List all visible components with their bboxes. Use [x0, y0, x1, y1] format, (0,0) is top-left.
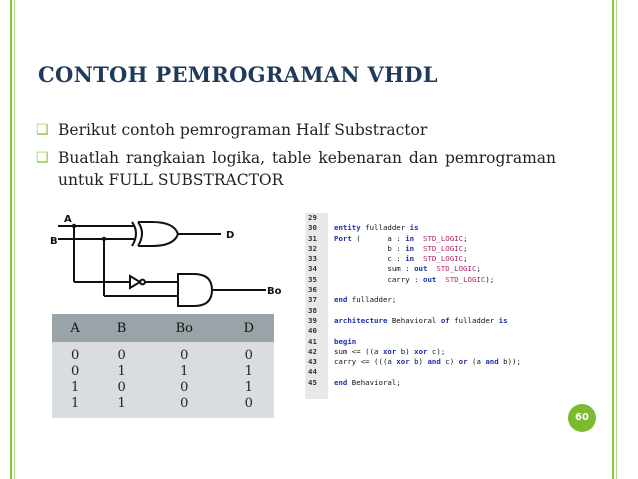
table-row: 1 0 0 1	[52, 380, 274, 396]
line-number: 35	[308, 274, 317, 284]
table-cell: 1	[70, 396, 80, 411]
code-line: 30 entity fulladder is	[306, 223, 564, 233]
table-cell: 1	[117, 364, 126, 379]
line-number: 43	[308, 357, 317, 367]
line-number: 32	[308, 243, 317, 253]
table-cell: 0	[180, 380, 189, 395]
code-text: b : in STD_LOGIC;	[334, 243, 468, 253]
truth-table: A B Bo D 0 0 0 0 0 1 1 1 1 0	[52, 314, 274, 418]
code-text: entity fulladder is	[334, 223, 419, 233]
line-number-gutter	[306, 213, 328, 399]
code-text: end Behavioral;	[334, 377, 401, 387]
bullet-item: ❑ Buatlah rangkaian logika, table kebena…	[36, 147, 556, 191]
code-text: end fulladder;	[334, 295, 397, 305]
table-cell: 0	[244, 348, 253, 363]
code-text: sum <= ((a xor b) xor c);	[334, 346, 446, 356]
input-a-label: A	[64, 214, 72, 225]
code-line: 38	[306, 306, 564, 316]
line-number: 41	[308, 336, 317, 346]
right-border-inner	[616, 0, 617, 479]
table-row: 0 1 1 1	[52, 364, 274, 380]
line-number: 37	[308, 295, 317, 305]
code-line: 44	[306, 367, 564, 377]
right-border	[612, 0, 614, 479]
table-cell: 0	[180, 348, 189, 363]
header-bo: Bo	[145, 314, 224, 342]
table-cell: 1	[70, 380, 80, 395]
table-row: 1 1 0 0	[52, 396, 274, 412]
line-number: 31	[308, 233, 317, 243]
line-number: 45	[308, 377, 317, 387]
code-line: 34 sum : out STD_LOGIC;	[306, 264, 564, 274]
line-number: 30	[308, 223, 317, 233]
code-line: 32 b : in STD_LOGIC;	[306, 244, 564, 254]
code-text: Port ( a : in STD_LOGIC;	[334, 233, 468, 243]
bullet-list: ❑ Berikut contoh pemrograman Half Substr…	[36, 119, 556, 197]
code-text: architecture Behavioral of fulladder is	[334, 315, 508, 325]
code-line: 41 begin	[306, 337, 564, 347]
table-row: 0 0 0 0	[52, 348, 274, 364]
code-line: 33 c : in STD_LOGIC;	[306, 254, 564, 264]
page-number-badge: 60	[568, 404, 596, 432]
header-a: A	[52, 314, 99, 342]
code-line: 39 architecture Behavioral of fulladder i…	[306, 316, 564, 326]
left-border	[10, 0, 12, 479]
code-line: 45 end Behavioral;	[306, 378, 564, 388]
line-number: 38	[308, 305, 317, 315]
code-text: begin	[334, 336, 357, 346]
line-number: 33	[308, 254, 317, 264]
line-number: 44	[308, 367, 317, 377]
table-cell: 1	[117, 396, 126, 411]
bullet-icon: ❑	[36, 150, 49, 166]
line-number: 29	[308, 213, 317, 222]
bullet-icon: ❑	[36, 122, 49, 138]
code-text: sum : out STD_LOGIC;	[334, 264, 481, 274]
half-subtractor-circuit: A B D Bo	[50, 214, 282, 307]
table-cell: 1	[244, 380, 253, 395]
code-line: 29	[306, 213, 564, 223]
line-number: 39	[308, 315, 317, 325]
code-line: 43 carry <= (((a xor b) and c) or (a and …	[306, 357, 564, 367]
header-b: B	[98, 314, 145, 342]
table-cell: 0	[180, 396, 189, 411]
header-d: D	[223, 314, 274, 342]
table-cell: 1	[180, 364, 189, 379]
input-b-label: B	[50, 236, 58, 247]
code-text: carry : out STD_LOGIC);	[334, 274, 495, 284]
code-line: 42 sum <= ((a xor b) xor c);	[306, 347, 564, 357]
code-line: 36	[306, 285, 564, 295]
table-cell: 0	[117, 380, 126, 395]
left-border-inner	[14, 0, 15, 479]
table-cell: 0	[70, 364, 80, 379]
truth-table-header: A B Bo D	[52, 314, 274, 342]
bullet-item: ❑ Berikut contoh pemrograman Half Substr…	[36, 119, 556, 141]
code-line: 35 carry : out STD_LOGIC);	[306, 275, 564, 285]
code-line: 40	[306, 326, 564, 336]
table-cell: 0	[117, 348, 126, 363]
table-cell: 0	[244, 396, 253, 411]
bullet-text: Buatlah rangkaian logika, table kebenara…	[58, 149, 556, 189]
code-text: c : in STD_LOGIC;	[334, 254, 468, 264]
output-d-label: D	[226, 230, 234, 241]
line-number: 36	[308, 285, 317, 295]
code-line: 31 Port ( a : in STD_LOGIC;	[306, 234, 564, 244]
output-bo-label: Bo	[267, 286, 282, 297]
line-number: 34	[308, 264, 317, 274]
table-cell: 0	[70, 348, 80, 363]
code-text: carry <= (((a xor b) and c) or (a and b)…	[334, 357, 521, 367]
code-line: 37 end fulladder;	[306, 295, 564, 305]
line-number: 42	[308, 346, 317, 356]
line-number: 40	[308, 326, 317, 336]
bullet-text: Berikut contoh pemrograman Half Substrac…	[58, 121, 428, 139]
table-cell: 1	[244, 364, 253, 379]
slide-title: CONTOH PEMROGRAMAN VHDL	[38, 62, 438, 87]
